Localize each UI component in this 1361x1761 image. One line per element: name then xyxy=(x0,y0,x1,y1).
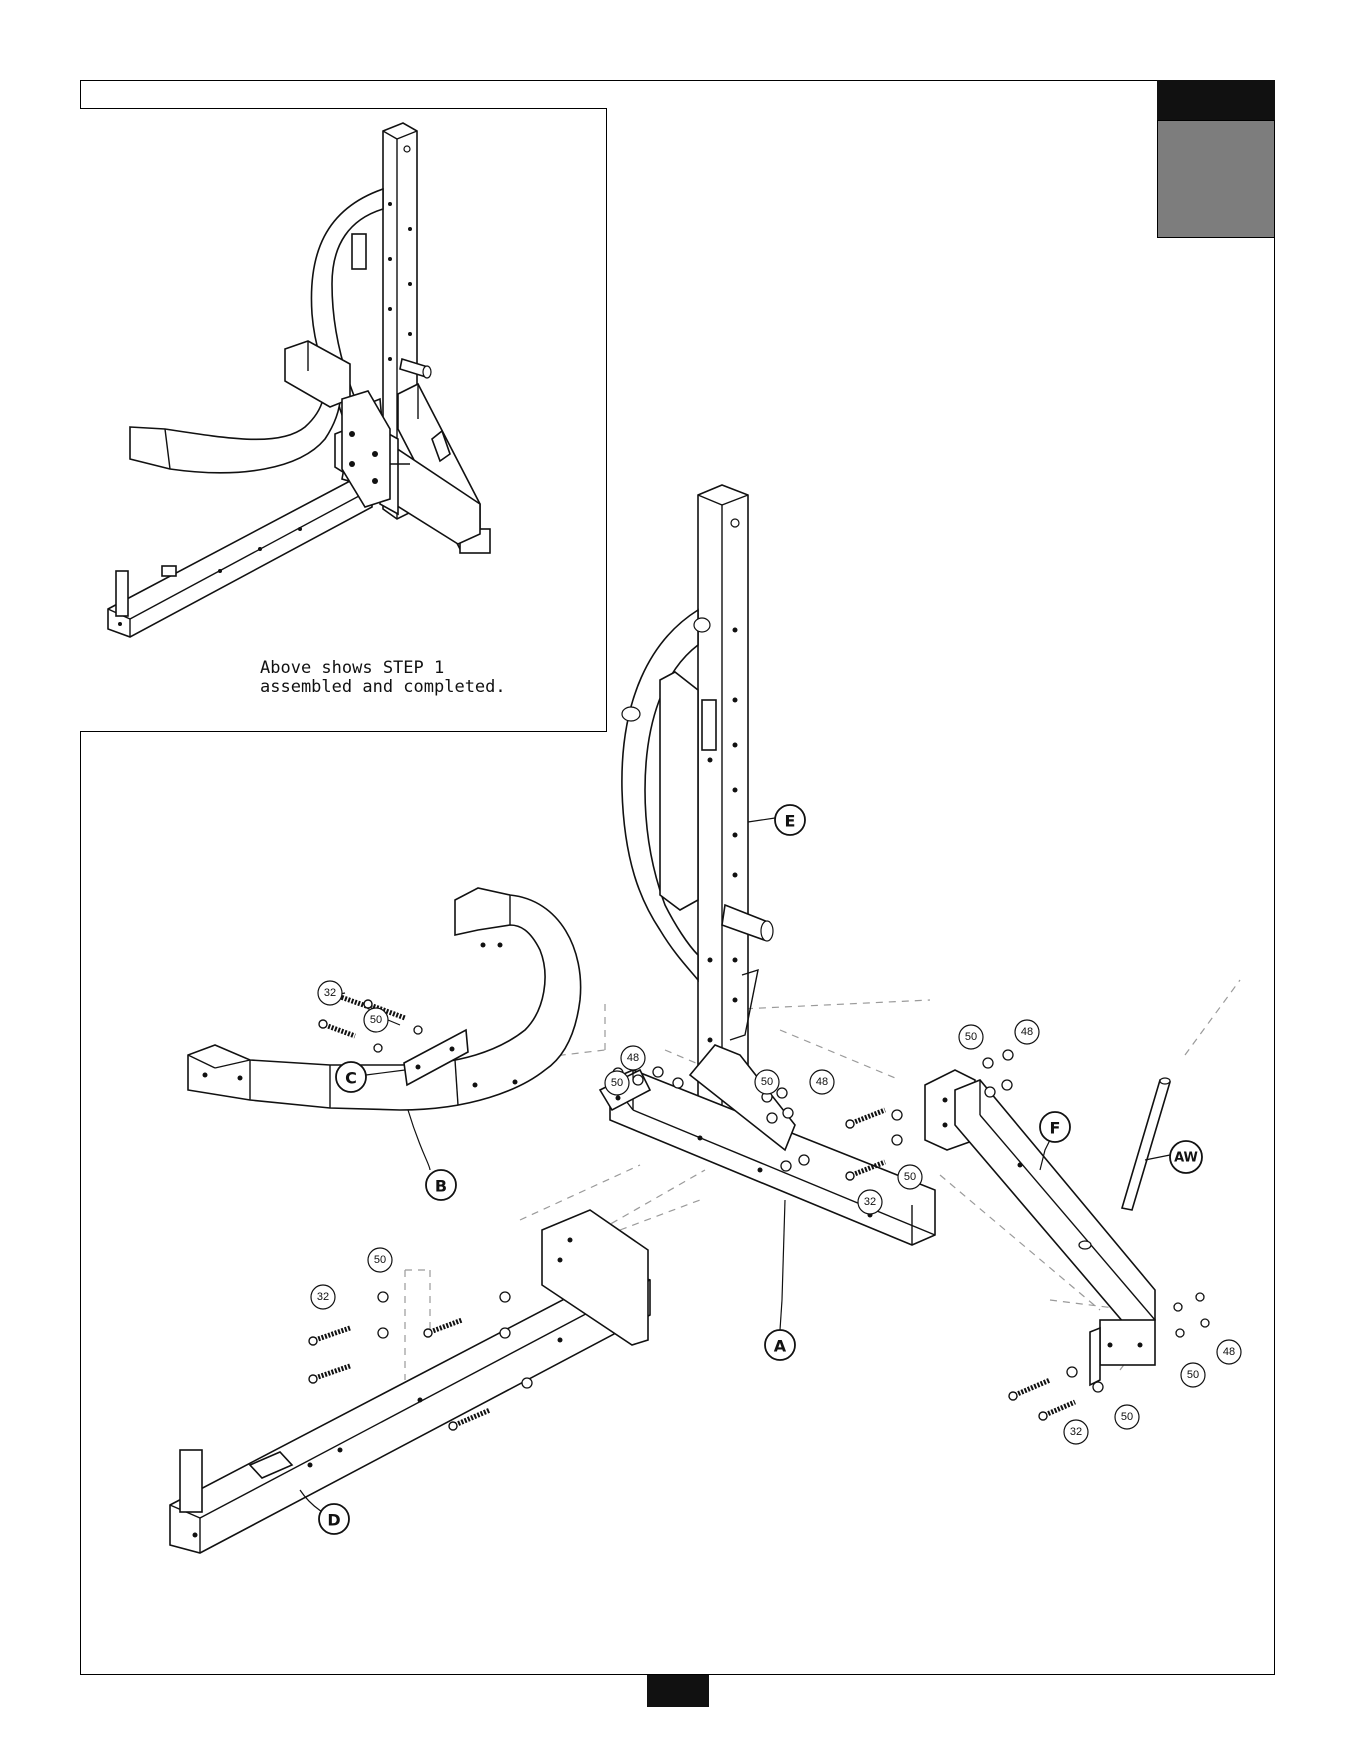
hw-48-c: 48 xyxy=(1021,1026,1033,1038)
hw-50-e: 50 xyxy=(965,1031,977,1043)
hw-50-a: 50 xyxy=(370,1014,382,1026)
hw-50-h: 50 xyxy=(1121,1411,1133,1423)
callout-e-label: E xyxy=(785,812,796,831)
hw-48-d: 48 xyxy=(1223,1346,1235,1358)
hw-50-d: 50 xyxy=(904,1171,916,1183)
hw-32-c: 32 xyxy=(317,1291,329,1303)
rod-aw xyxy=(1122,1078,1170,1210)
callout-c-label: C xyxy=(345,1069,357,1088)
callout-aw-label: AW xyxy=(1174,1151,1198,1166)
hw-50-g: 50 xyxy=(1187,1369,1199,1381)
front-leg-d xyxy=(170,1210,650,1553)
diagonal-support-f xyxy=(925,1070,1155,1385)
callout-b-label: B xyxy=(435,1177,447,1196)
hw-50-f: 50 xyxy=(374,1254,386,1266)
callout-f-label: F xyxy=(1050,1119,1061,1138)
hw-32-b: 32 xyxy=(864,1196,876,1208)
callout-d-label: D xyxy=(327,1511,340,1530)
hw-50-c: 50 xyxy=(761,1076,773,1088)
hw-32-a: 32 xyxy=(324,987,336,999)
callout-a-label: A xyxy=(774,1337,787,1356)
hw-48-b: 48 xyxy=(816,1076,828,1088)
hw-48-a: 48 xyxy=(627,1052,639,1064)
curved-base-b xyxy=(188,888,581,1110)
hw-32-d: 32 xyxy=(1070,1426,1082,1438)
upright-e xyxy=(622,485,773,1125)
hw-50-b: 50 xyxy=(611,1077,623,1089)
